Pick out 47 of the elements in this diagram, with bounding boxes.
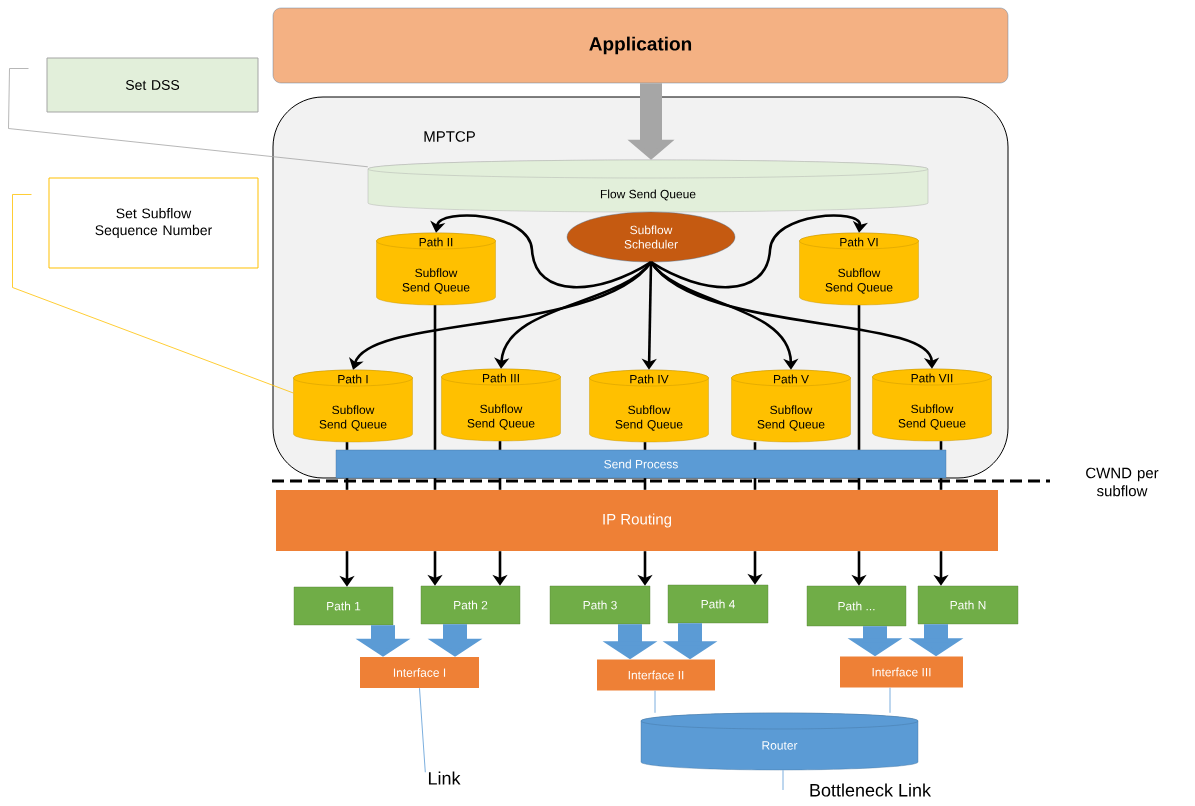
queue-cylinder: Path V Subflow Send Queue bbox=[731, 369, 851, 443]
connector-line bbox=[939, 441, 943, 450]
connector-line bbox=[643, 442, 647, 450]
queue-cylinder: Flow Send Queue bbox=[367, 159, 929, 213]
path-box: Path 1 bbox=[293, 586, 394, 626]
connector-line bbox=[433, 478, 437, 490]
leader-line bbox=[889, 687, 891, 714]
path-box: Path 3 bbox=[549, 585, 651, 625]
process-bar: Send Process bbox=[335, 449, 947, 479]
leader-line bbox=[419, 687, 426, 773]
connector-line bbox=[345, 478, 349, 490]
interface-box: Interface I bbox=[360, 657, 479, 688]
connector-line bbox=[345, 442, 349, 450]
connector-line bbox=[498, 478, 502, 490]
path-box: Path N bbox=[917, 585, 1019, 625]
queue-cylinder: Path VI Subflow Send Queue bbox=[799, 232, 919, 306]
note-box: Set DSS bbox=[46, 57, 259, 113]
arrow bbox=[650, 214, 868, 289]
connector-line bbox=[857, 478, 861, 490]
path-box: Path 4 bbox=[667, 584, 769, 624]
queue-cylinder: Path II Subflow Send Queue bbox=[376, 232, 496, 306]
connector-line bbox=[939, 478, 943, 490]
connector-line bbox=[498, 441, 502, 450]
interface-box: Interface III bbox=[840, 656, 963, 688]
queue-cylinder: Path III Subflow Send Queue bbox=[441, 368, 561, 442]
note-box: Set Subflow Sequence Number bbox=[48, 177, 259, 269]
cwnd-label: CWND per subflow bbox=[1086, 467, 1159, 497]
link-label: Link bbox=[428, 771, 461, 785]
leader-line bbox=[782, 769, 784, 791]
connector-line bbox=[643, 478, 647, 490]
connector-line bbox=[857, 305, 861, 450]
application-box: Application bbox=[272, 7, 1009, 84]
path-box: Path ... bbox=[806, 585, 907, 627]
queue-cylinder: Path I Subflow Send Queue bbox=[293, 369, 413, 443]
routing-bar: IP Routing bbox=[276, 490, 998, 551]
leader-line bbox=[12, 194, 294, 394]
router-cylinder: Router bbox=[640, 712, 919, 771]
connector-line bbox=[433, 305, 437, 450]
queue-cylinder: Path IV Subflow Send Queue bbox=[589, 369, 709, 443]
connector-line bbox=[753, 442, 757, 450]
interface-box: Interface II bbox=[597, 659, 715, 691]
link-label: Bottleneck Link bbox=[810, 783, 932, 797]
path-box: Path 2 bbox=[420, 585, 521, 625]
queue-cylinder: Path VII Subflow Send Queue bbox=[872, 368, 992, 442]
leader-line bbox=[8, 68, 369, 168]
leader-line bbox=[654, 690, 656, 714]
connector-line bbox=[753, 478, 757, 490]
